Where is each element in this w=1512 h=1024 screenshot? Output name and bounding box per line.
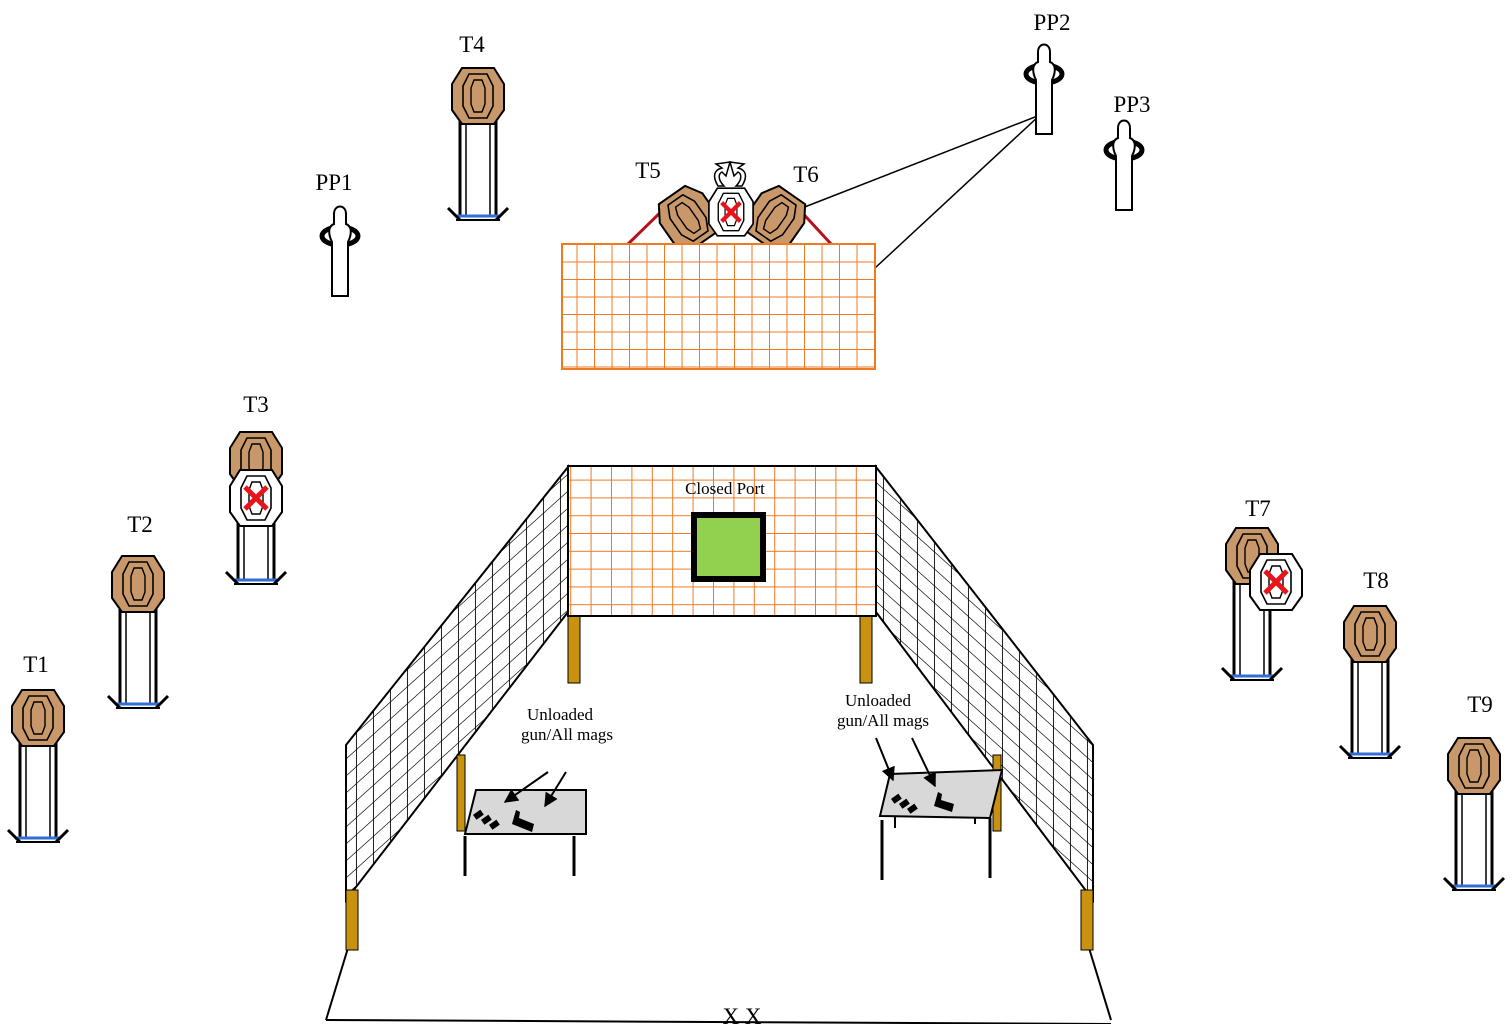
no-shoot-target-center <box>709 188 753 236</box>
popper-pp1-label: PP1 <box>315 170 352 195</box>
target-t1: T1 <box>6 652 70 844</box>
shooting-area-floor <box>325 947 1112 1024</box>
magazines-icon <box>473 809 500 830</box>
right-table-label-line1: Unloaded <box>845 691 912 710</box>
right-table: Unloaded gun/All mags <box>837 691 1004 880</box>
swing-arrow-left-icon <box>713 161 732 187</box>
magazines-icon-right <box>891 793 918 814</box>
pistol-icon-right <box>934 792 954 812</box>
pistol-icon <box>512 810 534 832</box>
target-t7-label: T7 <box>1245 496 1271 521</box>
left-table-label-line1: Unloaded <box>527 705 594 724</box>
target-t8: T8 <box>1338 568 1402 760</box>
no-shoot-target-t7 <box>1250 554 1302 610</box>
target-t4: T4 <box>446 32 510 222</box>
target-t2-label: T2 <box>127 512 153 537</box>
popper-pp2-label: PP2 <box>1033 10 1070 35</box>
target-t9-label: T9 <box>1467 692 1493 717</box>
popper-pp3: PP3 <box>1106 92 1151 210</box>
target-t6-label: T6 <box>793 162 819 187</box>
left-table-label-line2: gun/All mags <box>521 725 613 744</box>
target-t4-label: T4 <box>459 32 485 57</box>
left-table: Unloaded gun/All mags <box>463 705 613 876</box>
target-t2: T2 <box>106 512 170 710</box>
closed-port <box>691 512 766 582</box>
start-position-marks: X X <box>723 1004 762 1024</box>
target-t3-label: T3 <box>243 392 269 417</box>
swing-arrow-right-icon <box>728 161 747 187</box>
popper-pp3-label: PP3 <box>1113 92 1150 117</box>
target-t8-label: T8 <box>1363 568 1389 593</box>
no-shoot-target-t3 <box>230 470 282 526</box>
target-t1-label: T1 <box>23 652 49 677</box>
front-wall: Closed Port <box>567 465 877 684</box>
closed-port-label: Closed Port <box>685 479 765 498</box>
target-t9: T9 <box>1442 692 1506 892</box>
target-t7: T7 <box>1220 496 1302 682</box>
target-t5-label: T5 <box>635 158 661 183</box>
target-t3: T3 <box>224 392 288 586</box>
back-barrier-wall <box>561 243 876 370</box>
back-wall-group <box>561 114 1041 370</box>
popper-pp1: PP1 <box>315 170 358 296</box>
right-table-label-line2: gun/All mags <box>837 711 929 730</box>
popper-pp2: PP2 <box>1026 10 1071 134</box>
